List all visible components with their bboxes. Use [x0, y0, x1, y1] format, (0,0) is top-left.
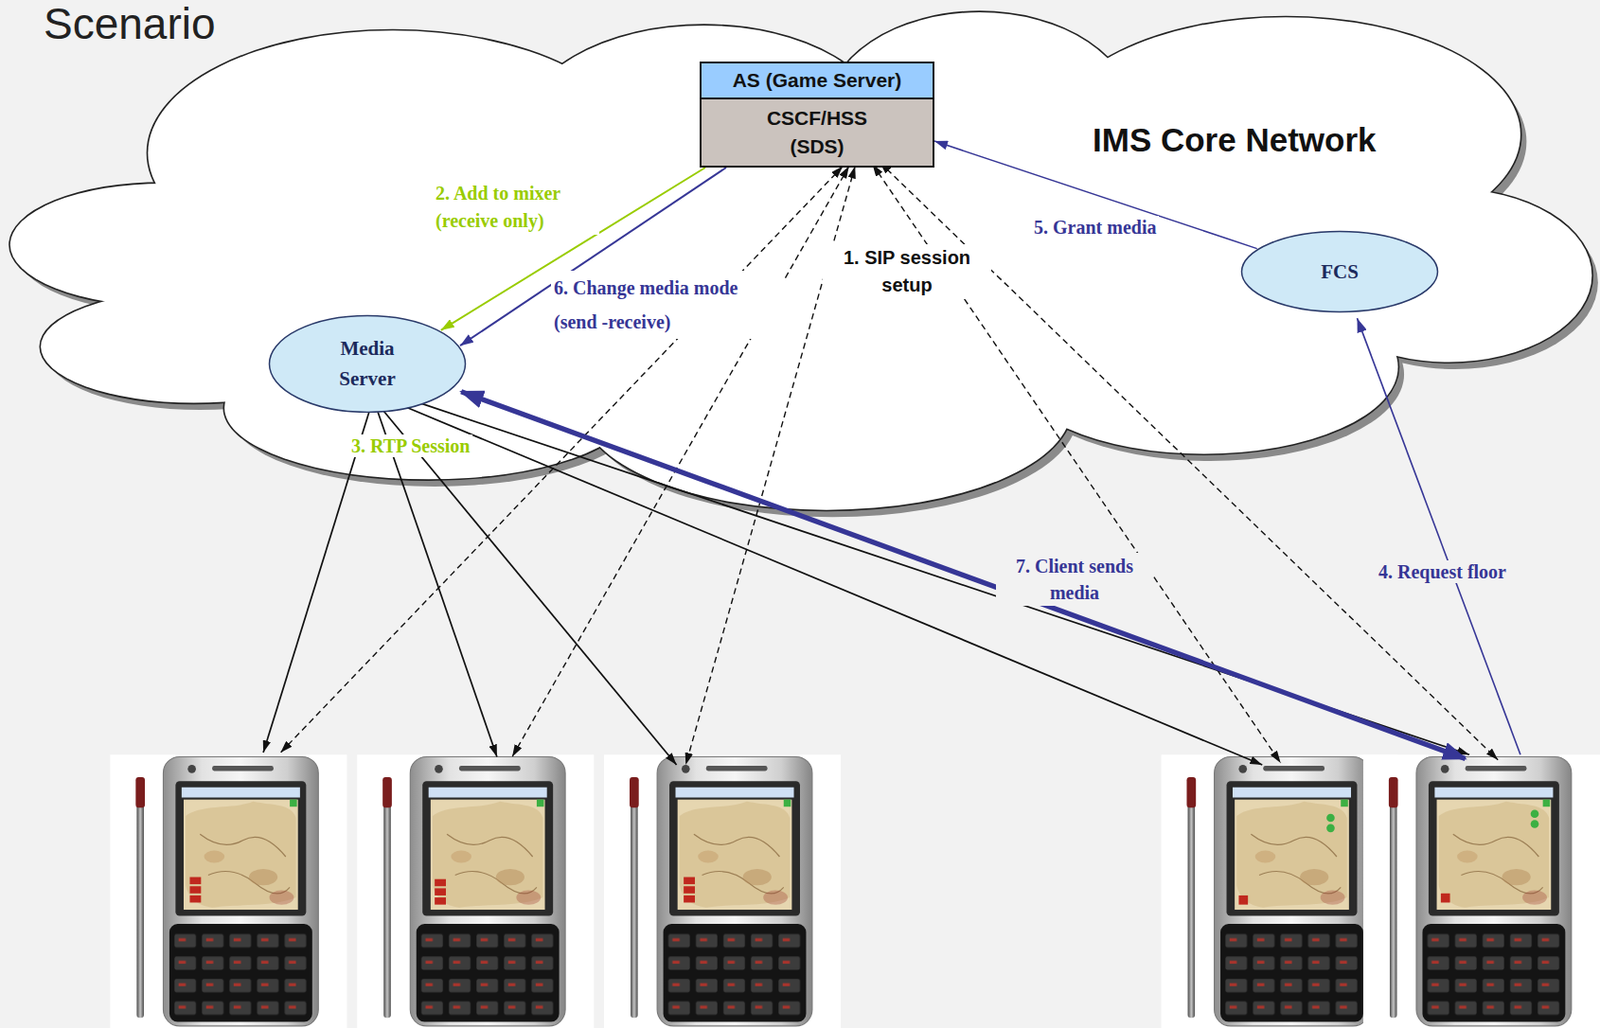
phones-part — [1238, 814, 1334, 906]
phones-part — [604, 754, 841, 1028]
phones-part — [1363, 754, 1600, 1028]
server-box: AS (Game Server) — [699, 61, 935, 100]
phones-part-part — [434, 888, 446, 896]
phones-part-part — [434, 897, 446, 906]
server-ellipse: Media Server — [267, 314, 467, 414]
phones-part-part — [434, 879, 446, 888]
client-media-arrow — [461, 391, 1466, 760]
server-box: CSCF/HSS (SDS) — [699, 97, 935, 168]
phones-part-part — [1530, 809, 1540, 818]
node-label: FCS — [1320, 257, 1359, 286]
rtp-streams — [263, 400, 1470, 765]
phones-part-part — [1326, 824, 1335, 834]
phones-part-part — [1440, 893, 1451, 904]
step-label: 1. SIP session setup — [822, 244, 992, 300]
step-label: 7. Client sends media — [995, 552, 1154, 606]
edge-label: 2. Add to mixer (receive only) — [432, 179, 600, 235]
cloud-part — [10, 12, 1593, 511]
phones-part-part — [189, 895, 201, 904]
cloud — [10, 12, 1599, 517]
ellipse-shape — [1242, 231, 1439, 313]
network-label: IMS Core Network — [1089, 121, 1380, 160]
phones-part-part — [189, 886, 201, 894]
phones-part-part — [1326, 814, 1335, 823]
node-label: AS (Game Server) — [732, 68, 903, 93]
phones-part — [1161, 754, 1399, 1028]
ellipse-outline — [267, 314, 467, 414]
server-ellipse: FCS — [1240, 230, 1440, 314]
phones-part-part — [1530, 819, 1540, 829]
phones-part — [1440, 809, 1539, 903]
rtp-streams-part — [377, 410, 498, 757]
phones-part — [189, 877, 201, 904]
step-label: 4. Request floor — [1375, 560, 1510, 584]
phones-part-part — [683, 895, 695, 904]
node-label: CSCF/HSS (SDS) — [755, 104, 879, 161]
phones-part — [356, 754, 594, 1028]
phones — [109, 754, 1600, 1028]
phones-part — [109, 754, 347, 1028]
step-label: 3. RTP Session — [348, 434, 473, 458]
sip-signalling-lines-part — [280, 166, 843, 753]
rtp-streams-part — [403, 406, 1263, 765]
request-floor-arrow — [1356, 318, 1520, 755]
rtp-streams-part — [263, 410, 370, 753]
ellipse-shape — [269, 315, 466, 412]
slide-title: Scenario — [37, 1, 222, 46]
edge-label: 6. Change media mode (send -receive) — [551, 270, 784, 339]
rtp-streams-part — [383, 410, 676, 765]
node-label: Media Server — [315, 333, 420, 394]
phones-part-part — [189, 877, 201, 886]
phones-part — [434, 879, 446, 906]
phones-part — [683, 877, 695, 904]
sip-signalling-lines — [280, 161, 1498, 765]
phones-part-part — [683, 886, 695, 894]
phones-part-part — [683, 877, 695, 886]
phones-part-part — [1238, 895, 1248, 906]
cloud-part — [10, 12, 1593, 511]
edge-label: 5. Grant media — [1031, 215, 1159, 239]
